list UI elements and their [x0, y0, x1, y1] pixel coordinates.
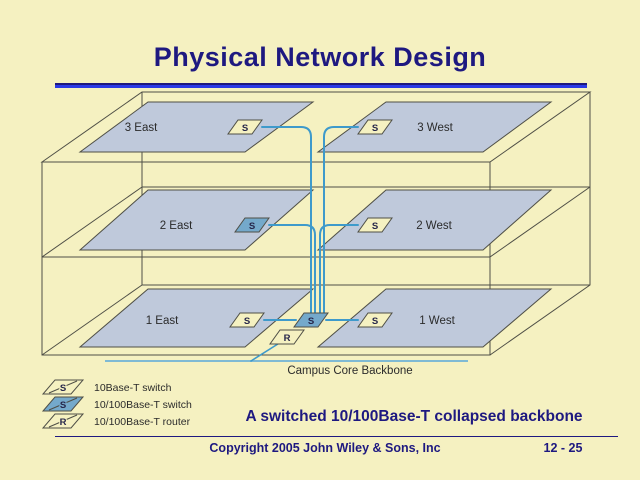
- legend-symbol-10100baset-switch: S: [60, 400, 66, 411]
- title-underline-navy: [55, 83, 587, 85]
- floor-label-3-west: 3 West: [417, 122, 453, 134]
- floor-label-2-west: 2 West: [416, 220, 452, 232]
- floor-plate-3-east: [78, 101, 315, 153]
- legend-symbol-10100baset-router: R: [60, 417, 67, 428]
- slide-caption: A switched 10/100Base-T collapsed backbo…: [245, 408, 583, 425]
- router-marker: R: [269, 329, 305, 345]
- switch-letter-1-west: S: [372, 316, 378, 327]
- legend-label-10baset-switch: 10Base-T switch: [94, 382, 172, 394]
- legend: S 10Base-T switch S 10/100Base-T switch …: [41, 379, 192, 429]
- cable-2-west: [319, 224, 359, 317]
- switch-marker-3-east: S: [227, 119, 263, 135]
- cable-3-east: [261, 126, 312, 317]
- router-backbone-cable: [250, 341, 282, 362]
- switch-marker-2-west: S: [357, 217, 393, 233]
- switch-marker-1-west: S: [357, 312, 393, 328]
- footer-rule: [55, 436, 618, 437]
- legend-symbol-10baset-switch: S: [60, 383, 66, 394]
- floor-label-1-west: 1 West: [419, 315, 455, 327]
- core-switch-letter: S: [308, 316, 314, 327]
- switch-letter-1-east: S: [244, 316, 250, 327]
- legend-label-10100baset-switch: 10/100Base-T switch: [94, 399, 192, 411]
- legend-swatch-10baset-switch: S: [41, 379, 85, 395]
- title-underline-blue: [55, 85, 587, 88]
- switch-letter-2-east: S: [249, 221, 255, 232]
- building-wireframe: [40, 91, 592, 356]
- cable-2-east: [268, 224, 316, 317]
- floor-plate-3-west: [316, 101, 553, 153]
- router-letter: R: [284, 333, 291, 344]
- switch-marker-3-west: S: [357, 119, 393, 135]
- legend-swatch-10100baset-router: R: [41, 413, 85, 429]
- floor-plate-2-east: [78, 189, 315, 251]
- core-switch-marker: S: [293, 312, 329, 328]
- switch-marker-1-east: S: [229, 312, 265, 328]
- floor-plate-1-west: [316, 288, 553, 348]
- cable-3-west: [323, 126, 359, 317]
- slide-title: Physical Network Design: [153, 42, 487, 72]
- legend-swatch-10100baset-switch: S: [41, 396, 85, 412]
- switch-letter-2-west: S: [372, 221, 378, 232]
- switch-letter-3-east: S: [242, 123, 248, 134]
- switch-marker-2-east: S: [234, 217, 270, 233]
- floor-plate-1-east: [78, 288, 315, 348]
- legend-label-10100baset-router: 10/100Base-T router: [94, 416, 191, 428]
- footer-copyright: Copyright 2005 John Wiley & Sons, Inc: [209, 441, 441, 455]
- campus-backbone-label: Campus Core Backbone: [287, 365, 412, 377]
- footer-page-number: 12 - 25: [543, 441, 583, 455]
- floor-label-3-east: 3 East: [125, 122, 158, 134]
- floor-label-1-east: 1 East: [146, 315, 179, 327]
- floor-label-2-east: 2 East: [160, 220, 193, 232]
- floor-plate-2-west: [316, 189, 553, 251]
- switch-letter-3-west: S: [372, 123, 378, 134]
